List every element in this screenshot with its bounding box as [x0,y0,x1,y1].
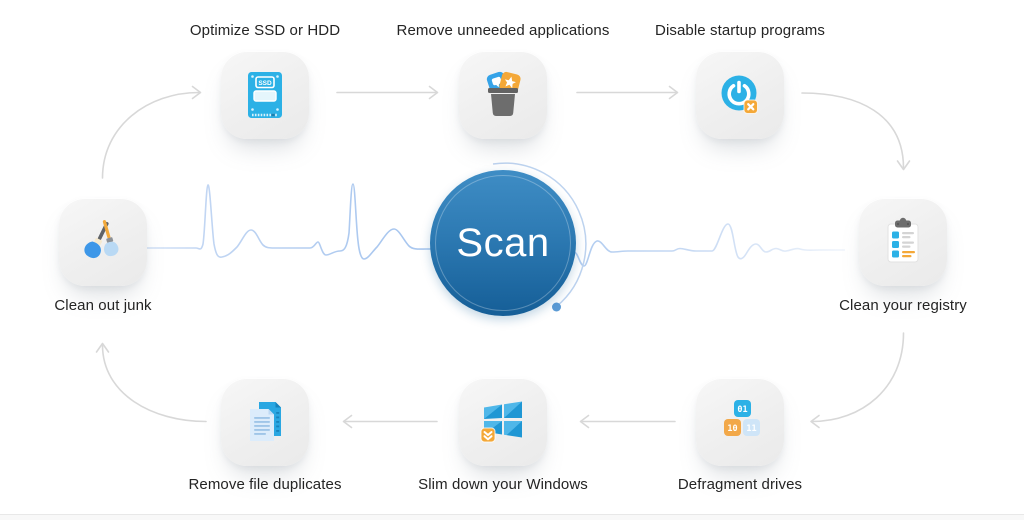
step-remove-duplicates [221,378,309,466]
power-button-icon [721,75,758,114]
defrag-tile: 01 10 11 [696,378,784,466]
defrag-block-01-text: 01 [737,405,747,415]
windows-logo-icon [480,401,522,443]
arrow-power-to-registry [801,92,911,171]
power-tile [696,51,784,139]
defrag-block-11-text: 11 [746,424,756,434]
step-label-clean-registry: Clean your registry [839,297,967,314]
step-clean-junk [59,198,147,286]
cleaning-brushes-icon [84,220,119,259]
junk-tile [59,198,147,286]
step-remove-apps [459,51,547,139]
step-optimize-ssd: SSD [221,51,309,139]
step-label-remove-duplicates: Remove file duplicates [188,476,342,493]
scan-progress-arc [492,162,587,308]
duplicates-tile [221,378,309,466]
clipboard-checklist-icon [887,217,919,263]
arrow-trash-to-power [576,85,679,100]
ssd-badge-text: SSD [258,80,272,87]
arrow-registry-to-defrag [810,332,905,429]
scan-progress-dot [552,302,561,312]
binary-blocks-icon: 01 10 11 [724,400,760,436]
ssd-drive-icon: SSD [248,72,282,118]
step-label-defragment: Defragment drives [677,476,803,493]
scan-button-label: Scan [456,220,550,265]
step-defragment: 01 10 11 [696,378,784,466]
arrow-junk-to-ssd [101,85,202,179]
ssd-tile: SSD [221,51,309,139]
defrag-block-10-text: 10 [727,424,737,434]
step-label-optimize-ssd: Optimize SSD or HDD [189,22,341,39]
arrow-windows-to-docs [342,414,438,429]
scan-button[interactable]: Scan [430,170,576,316]
step-label-remove-apps: Remove unneeded applications [396,22,610,39]
registry-tile [859,198,947,286]
footer-divider [0,514,1024,520]
windows-tile [459,378,547,466]
step-label-clean-junk: Clean out junk [54,297,152,314]
step-disable-startup [696,51,784,139]
arrow-defrag-to-windows [579,414,676,429]
trash-tile [459,51,547,139]
step-label-slim-windows: Slim down your Windows [418,476,588,493]
ecg-pulse-line [87,183,845,267]
step-label-disable-startup: Disable startup programs [655,22,825,39]
arrow-docs-to-junk [95,342,207,423]
step-slim-windows [459,378,547,466]
duplicate-files-icon [250,402,281,441]
arrow-ssd-to-trash [336,85,439,100]
step-clean-registry [859,198,947,286]
trash-bin-icon [486,71,521,116]
